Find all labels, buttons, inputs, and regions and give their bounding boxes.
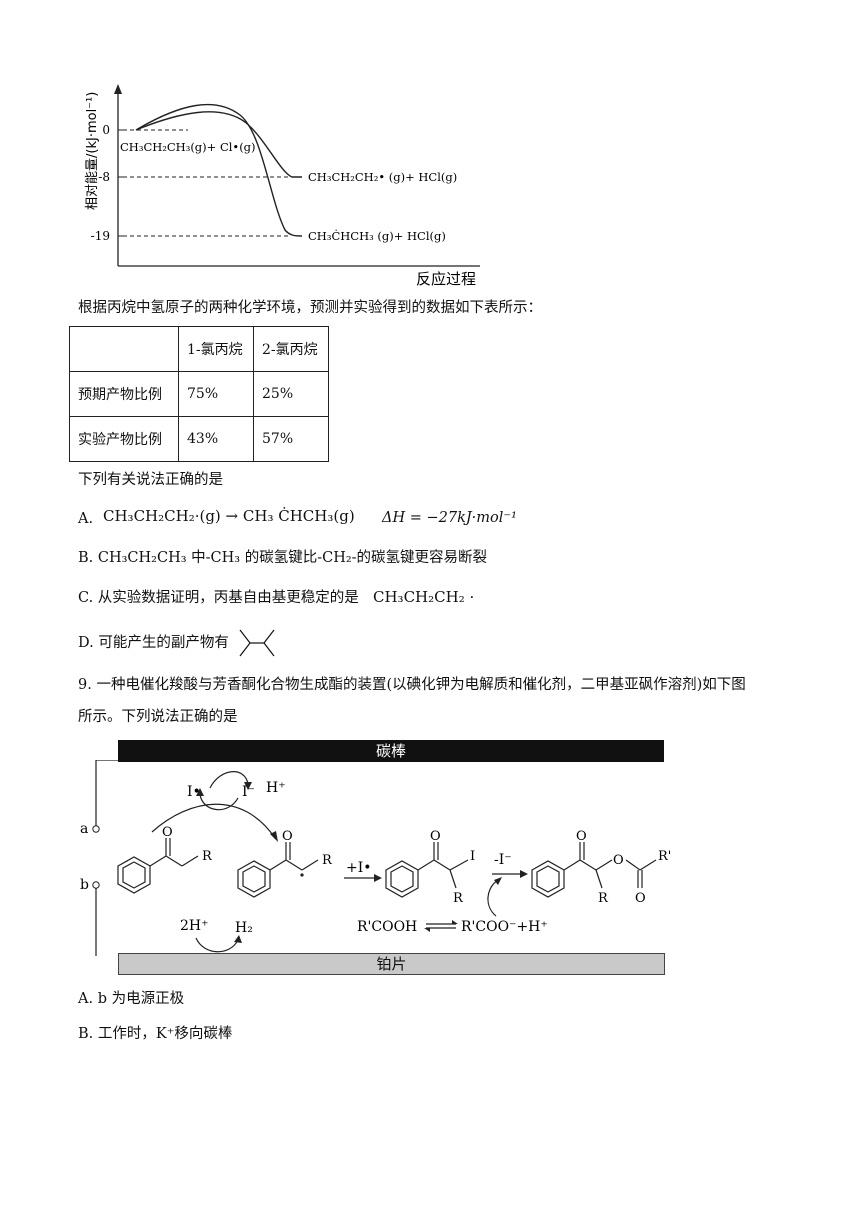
iodide-ion: I⁻ [242, 784, 255, 800]
platinum-electrode: 铂片 [118, 953, 665, 975]
intro-text: 根据丙烷中氢原子的两种化学环境，预测并实验得到的数据如下表所示： [78, 300, 542, 316]
q9-option-b: B. 工作时，K⁺移向碳棒 [78, 1026, 233, 1042]
isobutane-like-skeleton-icon [239, 629, 275, 657]
table-cell: 25% [253, 371, 329, 417]
energy-diagram: 0 -8 -19 CH₃CH₂CH₃(g)+ Cl•(g) CH₃CH₂CH₂•… [85, 84, 480, 288]
table-cell: 57% [253, 416, 329, 462]
table-cell [69, 326, 179, 372]
q9-line2: 所示。下列说法正确的是 [78, 709, 238, 725]
molecule-2 [237, 842, 319, 898]
carbon-rod-electrode: 碳棒 [118, 740, 664, 762]
proton-label: H⁺ [266, 780, 286, 796]
terminal-a-label: a [80, 821, 88, 837]
option-b: B. CH₃CH₂CH₃ 中-CH₃ 的碳氢键比-CH₂-的碳氢键更容易断裂 [78, 550, 488, 566]
reactant-label: CH₃CH₂CH₃(g)+ Cl•(g) [120, 140, 256, 154]
table-cell: 2-氯丙烷 [253, 326, 329, 372]
table-row: 实验产物比例 43% 57% [69, 416, 329, 462]
group-r: R [202, 849, 213, 864]
question-stem: 下列有关说法正确的是 [78, 472, 223, 488]
terminal-b-label: b [80, 877, 89, 893]
molecule-3 [385, 842, 469, 898]
group-r: R [598, 891, 609, 906]
group-r-prime: R' [658, 849, 671, 864]
product2-label: CH₃ĊHCH₃ (g)+ HCl(g) [308, 229, 446, 243]
q9-option-a: A. b 为电源正极 [78, 991, 185, 1007]
tick-minus8: -8 [98, 170, 110, 184]
table-cell: 预期产物比例 [69, 371, 179, 417]
wire-b [95, 888, 97, 956]
iodine-radical: I• [187, 784, 201, 800]
option-c-prefix: C. 从实验数据证明，丙基自由基更稳定的是 [78, 590, 359, 606]
atom-o: O [162, 825, 173, 840]
curve-secondary [135, 103, 303, 237]
option-a-equation: CH₃CH₂CH₂·(g) → CH₃ ĊHCH₃(g) [103, 507, 355, 525]
two-protons: 2H⁺ [180, 918, 209, 934]
x-axis-label: 反应过程 [416, 270, 476, 288]
curve-primary [135, 111, 302, 178]
terminal-b-icon [92, 881, 100, 889]
molecule-1 [117, 838, 199, 894]
wire-a [95, 760, 118, 826]
option-a-prefix: A. [78, 511, 94, 527]
table-cell: 75% [178, 371, 254, 417]
equilibrium-right: R'COO⁻+H⁺ [461, 919, 548, 935]
product-ratio-table: 1-氯丙烷 2-氯丙烷 预期产物比例 75% 25% 实验产物比例 43% 57… [69, 326, 329, 462]
atom-o: O [282, 829, 293, 844]
y-axis-label: 相对能量/(kJ·mol⁻¹) [85, 92, 100, 210]
atom-o: O [635, 891, 646, 906]
molecule-4 [531, 842, 657, 898]
table-cell: 1-氯丙烷 [178, 326, 254, 372]
plus-iodine-radical: +I• [346, 860, 372, 876]
product1-label: CH₃CH₂CH₂• (g)+ HCl(g) [308, 170, 457, 184]
option-a-enthalpy: ΔH = −27kJ·mol⁻¹ [382, 510, 517, 526]
atom-o: O [613, 853, 624, 868]
hydrogen-gas: H₂ [235, 920, 253, 936]
terminal-a-icon [92, 825, 100, 833]
option-d: D. 可能产生的副产物有 [78, 635, 229, 651]
atom-o: O [430, 829, 441, 844]
q9-line1: 9. 一种电催化羧酸与芳香酮化合物生成酯的装置(以碘化钾为电解质和催化剂，二甲基… [78, 677, 746, 693]
atom-o: O [576, 829, 587, 844]
table-row: 1-氯丙烷 2-氯丙烷 [69, 326, 329, 372]
tick-minus19: -19 [91, 229, 110, 243]
atom-i: I [470, 849, 475, 864]
option-c-formula: CH₃CH₂CH₂ · [373, 588, 475, 606]
tick-0: 0 [102, 123, 110, 137]
table-cell: 43% [178, 416, 254, 462]
table-cell: 实验产物比例 [69, 416, 179, 462]
electrolysis-scheme: a b I• I⁻ H⁺ O R O R +I• [80, 760, 671, 956]
table-row: 预期产物比例 75% 25% [69, 371, 329, 417]
minus-iodide: -I⁻ [494, 852, 512, 868]
group-r: R [322, 853, 333, 868]
group-r: R [453, 891, 464, 906]
equilibrium-left: R'COOH [357, 919, 417, 935]
